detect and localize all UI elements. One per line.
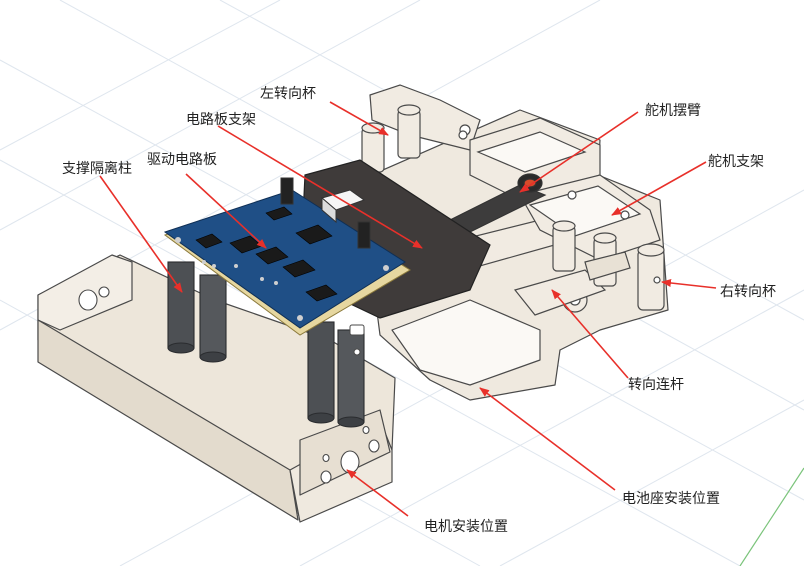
arrow-circuit-board-bracket [217, 125, 423, 249]
arrow-motor-mount [346, 469, 409, 517]
mount-holes [78, 286, 380, 484]
label-circuit-board-bracket: 电路板支架 [186, 112, 256, 128]
right-steering-cup-part [552, 220, 665, 311]
label-servo-arm: 舵机摆臂 [645, 103, 701, 119]
arrow-steering-linkage [551, 289, 629, 379]
left-steering-cup-part [361, 84, 481, 173]
pcb-pads [175, 237, 389, 321]
arrow-drive-board [185, 173, 267, 249]
annotation-arrows [99, 101, 717, 517]
drive-circuit-board-part [163, 177, 411, 336]
pcb-chips [195, 206, 338, 302]
battery-bay-opening [391, 299, 541, 386]
motor-mount-detail [349, 324, 365, 356]
label-steering-linkage: 转向连杆 [628, 377, 684, 393]
support-standoffs [167, 261, 365, 428]
pcb-surface [163, 189, 406, 329]
label-drive-board: 驱动电路板 [147, 152, 217, 168]
axis-line [739, 467, 804, 566]
label-right-steering-cup: 右转向杯 [720, 284, 776, 300]
arrow-battery-mount [479, 387, 616, 491]
label-motor-mount-position: 电机安装位置 [424, 519, 508, 535]
label-servo-bracket: 舵机支架 [708, 154, 764, 170]
label-left-steering-cup: 左转向杯 [260, 86, 316, 102]
arrow-servo-bracket [611, 161, 707, 216]
arrow-right-steering-cup [661, 279, 717, 289]
frame-front-wall [37, 319, 299, 521]
label-battery-mount-position: 电池座安装位置 [622, 491, 720, 507]
arrow-servo-arm [519, 111, 639, 193]
label-support-standoff: 支撑隔离柱 [62, 161, 132, 177]
arrow-left-steering-cup [329, 101, 389, 136]
arrow-support-standoff [99, 175, 183, 293]
